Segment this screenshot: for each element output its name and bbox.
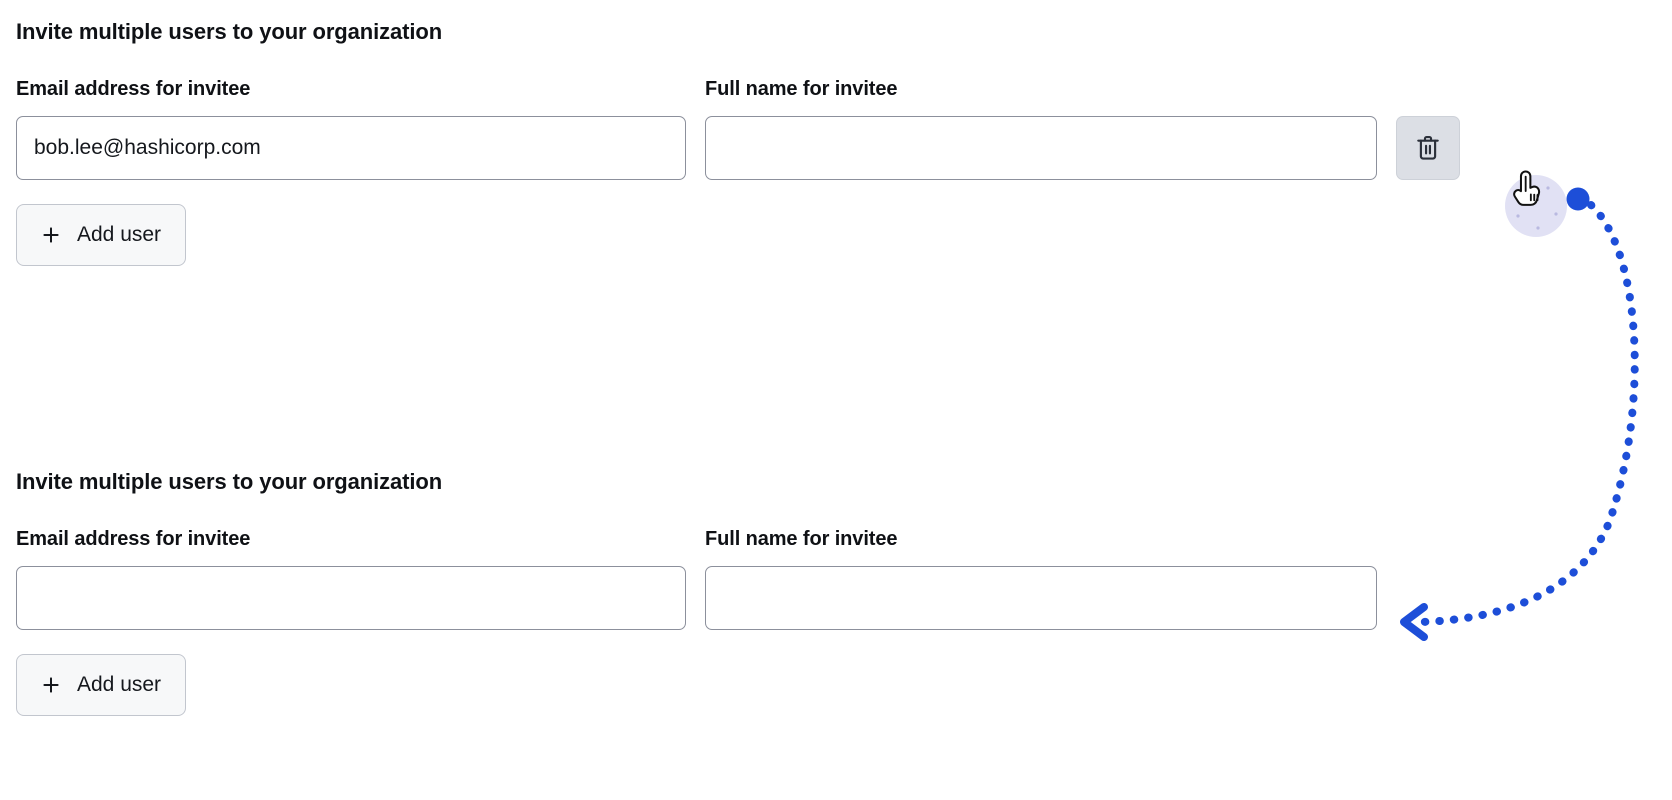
add-user-button[interactable]: Add user — [16, 204, 187, 266]
fullname-field-group-1: Full name for invitee — [705, 76, 1377, 180]
fullname-field-label-2: Full name for invitee — [705, 528, 898, 550]
add-user-button-2[interactable]: Add user — [16, 654, 187, 716]
page-title: Invite multiple users to your organizati… — [16, 19, 443, 44]
add-user-label: Add user — [77, 223, 162, 246]
page-title-2: Invite multiple users to your organizati… — [16, 469, 443, 494]
fullname-input[interactable] — [705, 116, 1377, 180]
email-field-label-2: Email address for invitee — [16, 528, 251, 550]
fullname-field-group-2: Full name for invitee — [705, 526, 1377, 630]
fullname-field-label: Full name for invitee — [705, 78, 898, 100]
fullname-input-2[interactable] — [705, 566, 1377, 630]
plus-icon-2 — [41, 675, 61, 695]
invite-section-2: Invite multiple users to your organizati… — [16, 468, 1377, 716]
email-input[interactable] — [16, 116, 686, 180]
email-input-2[interactable] — [16, 566, 686, 630]
email-field-group-2: Email address for invitee — [16, 526, 686, 630]
plus-icon — [41, 225, 61, 245]
email-field-group-1: Email address for invitee — [16, 76, 686, 180]
curved-dotted-arrow — [1400, 201, 1639, 641]
pointing-hand-cursor — [1513, 170, 1541, 206]
cursor-halo-icon — [1505, 175, 1567, 237]
invitee-row-1: Email address for invitee Full name for … — [16, 76, 1460, 180]
click-dot-marker — [1566, 187, 1590, 211]
invite-section-1: Invite multiple users to your organizati… — [16, 18, 1460, 266]
add-user-label-2: Add user — [77, 673, 162, 696]
invitee-row-2: Email address for invitee Full name for … — [16, 526, 1377, 630]
delete-invitee-button[interactable] — [1396, 116, 1460, 180]
trash-icon — [1415, 134, 1441, 162]
email-field-label: Email address for invitee — [16, 78, 251, 100]
